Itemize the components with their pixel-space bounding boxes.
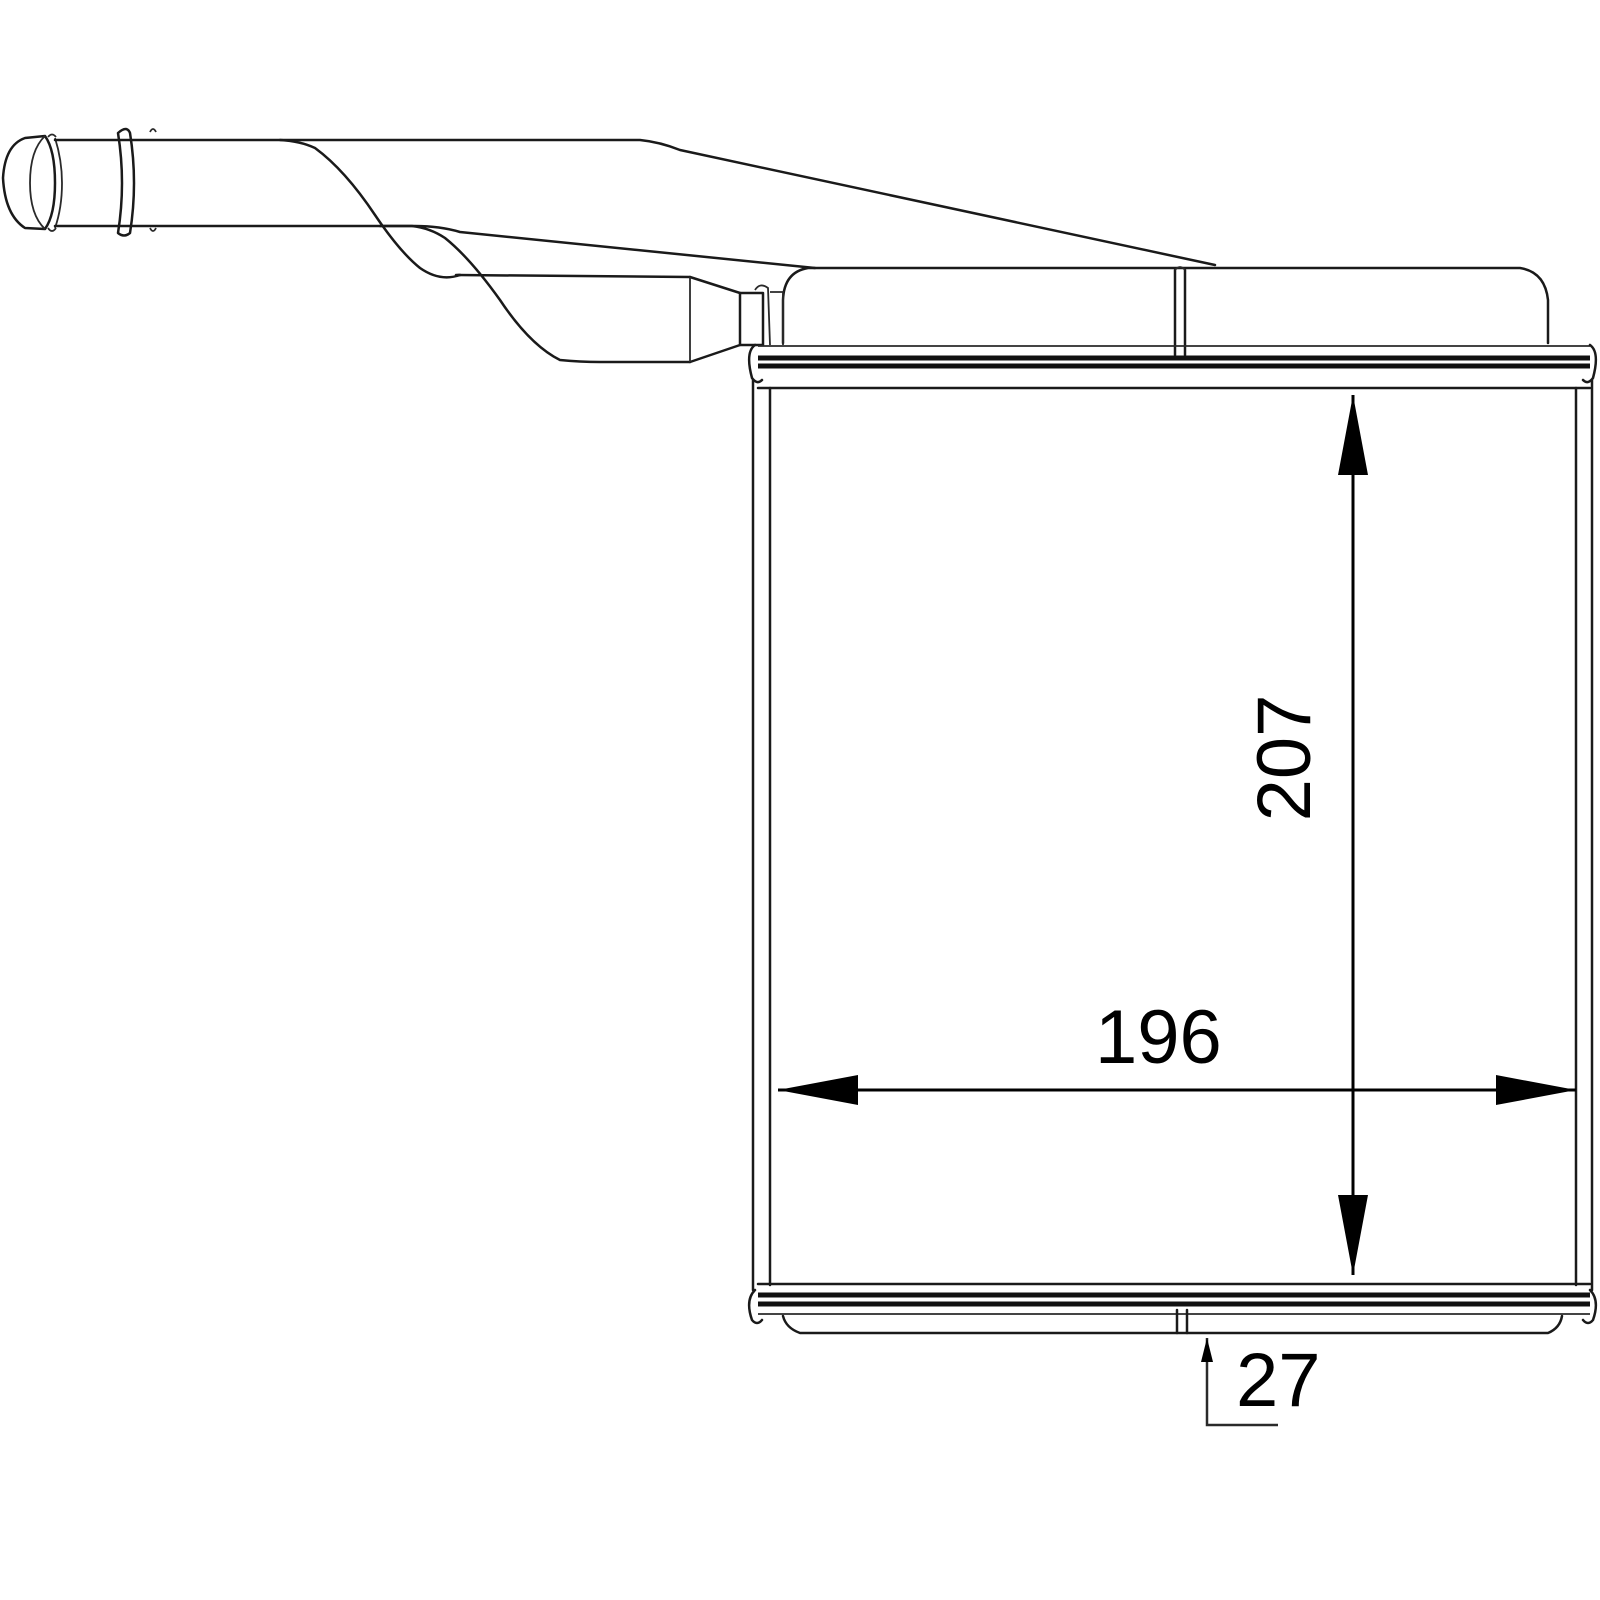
height-dimension <box>1338 395 1368 1275</box>
width-dimension <box>778 1075 1576 1105</box>
depth-dimension-label: 27 <box>1236 1338 1321 1423</box>
top-tank <box>747 266 1598 390</box>
width-dimension-label: 196 <box>1095 995 1222 1080</box>
core-body <box>751 378 1594 1292</box>
height-dimension-label: 207 <box>1242 694 1327 822</box>
inlet-pipe <box>1 127 1217 364</box>
bottom-tank <box>747 1282 1598 1335</box>
depth-leader <box>1201 1338 1278 1427</box>
